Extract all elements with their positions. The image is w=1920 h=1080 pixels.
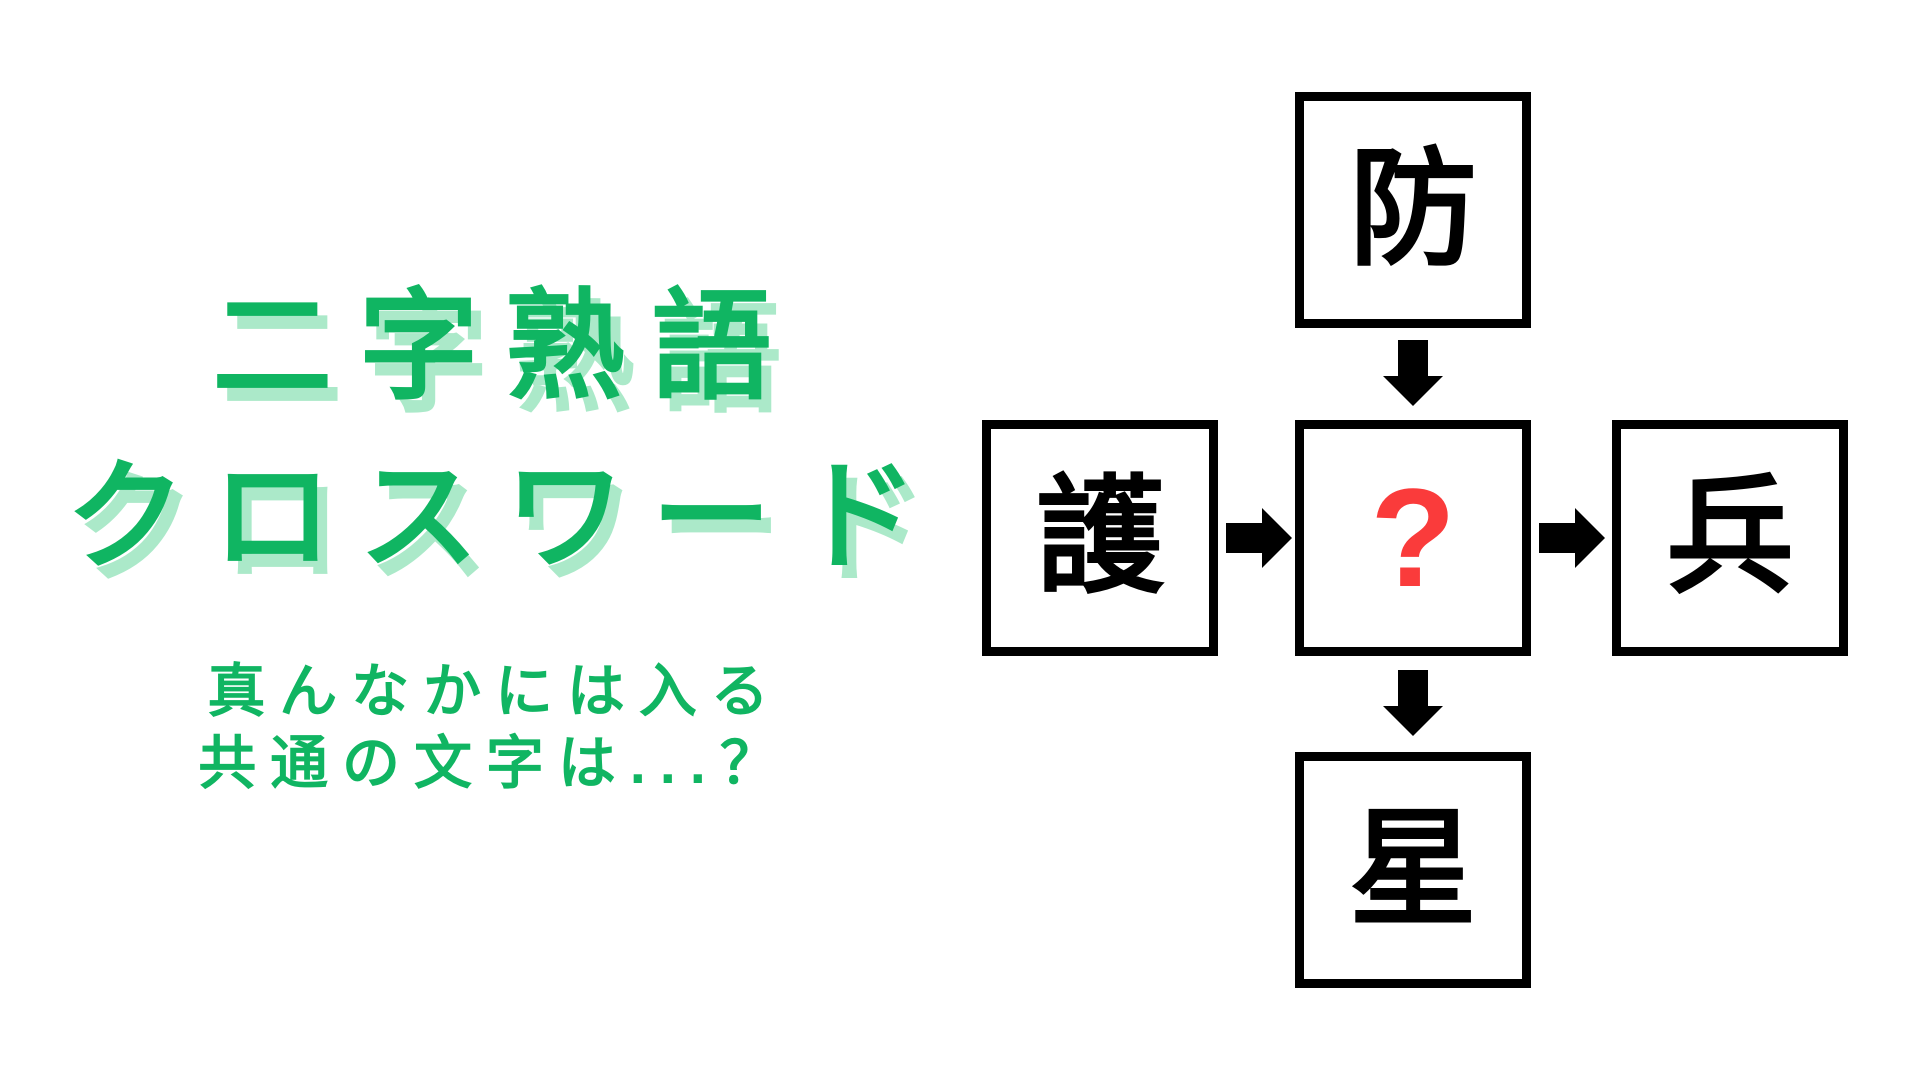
- title-line-1: 二字熟語: [212, 280, 798, 414]
- puzzle-box-right: 兵: [1612, 420, 1848, 656]
- arrow-center-to-bottom-icon: [1383, 670, 1443, 736]
- question-mark: ?: [1370, 459, 1456, 616]
- kanji-bottom: 星: [1348, 798, 1477, 941]
- subtitle-line-1: 真んなかには入る: [207, 659, 783, 724]
- subtitle-line-2: 共通の文字は...？: [198, 731, 792, 796]
- arrow-left-to-center-icon: [1226, 508, 1292, 568]
- puzzle-box-top: 防: [1295, 92, 1531, 328]
- arrow-top-to-center-icon: [1383, 340, 1443, 406]
- title-line-2: クロスワード: [65, 450, 945, 584]
- kanji-right: 兵: [1665, 466, 1794, 609]
- puzzle-box-bottom: 星: [1295, 752, 1531, 988]
- subtitle: 真んなかには入る 共通の文字は...？: [0, 656, 990, 800]
- kanji-top: 防: [1348, 138, 1477, 281]
- puzzle-box-center: ?: [1295, 420, 1531, 656]
- arrow-center-to-right-icon: [1539, 508, 1605, 568]
- kanji-left: 護: [1035, 466, 1164, 609]
- title: 二字熟語 クロスワード: [0, 262, 1010, 602]
- puzzle-box-left: 護: [982, 420, 1218, 656]
